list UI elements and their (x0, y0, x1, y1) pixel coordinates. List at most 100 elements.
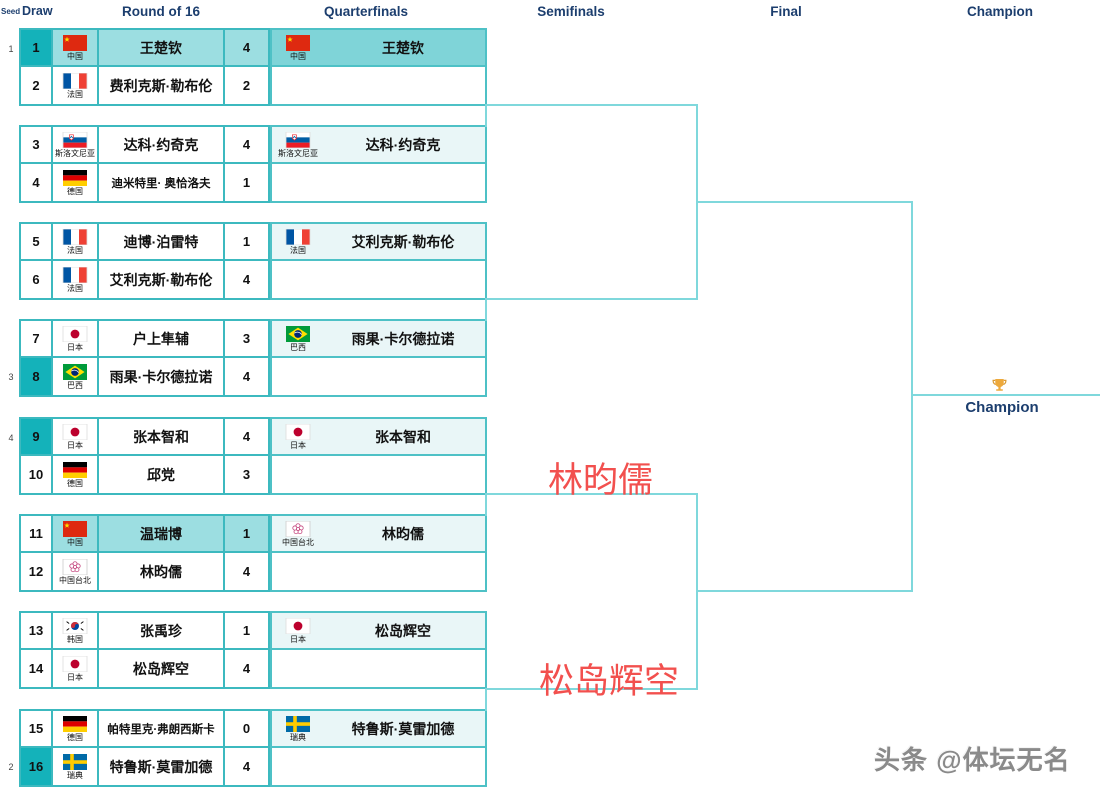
seed-column-header: Seed (1, 7, 21, 16)
draw-position: 2 (21, 67, 53, 104)
player-name: 特鲁斯·莫雷加德 (351, 720, 455, 737)
country-label: 法国 (290, 245, 306, 255)
quarterfinal-entry: 日本 松岛辉空 (270, 611, 487, 689)
bracket-line (487, 298, 698, 300)
country-label: 日本 (67, 441, 83, 450)
semifinals-column-header: Semifinals (537, 4, 605, 19)
bracket-line (911, 201, 913, 592)
external-seed-number (5, 321, 17, 358)
country-label: 德国 (67, 733, 83, 742)
player-name: 特鲁斯·莫雷加德 (99, 748, 225, 785)
flag-cell: 中国台北 (275, 520, 321, 547)
match-score: 3 (225, 321, 268, 358)
draw-position: 11 (21, 516, 53, 553)
quarterfinal-entry: 斯洛文尼亚 达科·约奇克 (270, 125, 487, 203)
draw-position: 6 (21, 261, 53, 298)
draw-position: 3 (21, 127, 53, 164)
r16-player-row: 12 中国台北 林昀儒 4 (21, 553, 268, 590)
champion-column-header: Champion (967, 4, 1033, 19)
flag-cell: 法国 (275, 228, 321, 255)
country-label: 法国 (67, 246, 83, 255)
country-flag-icon (62, 559, 88, 575)
semifinalist-annotation: 林昀儒 (548, 461, 654, 500)
r16-match-pair: 5 法国 迪博·泊雷特 1 6 法国 艾利克斯·勒布伦 4 (19, 222, 270, 300)
r16-player-row: 15 德国 帕特里克·弗朗西斯卡 0 (21, 711, 268, 748)
r16-player-row: 13 韩国 张禹珍 1 (21, 613, 268, 650)
bracket-line (487, 688, 698, 690)
r16-player-row: 2 法国 费利克斯·勒布伦 2 (21, 67, 268, 104)
flag-cell: 中国 (53, 516, 99, 553)
external-seed-number: 2 (8, 761, 14, 772)
r16-player-row: 3 8 巴西 雨果·卡尔德拉诺 4 (8, 358, 268, 395)
match-score: 4 (225, 419, 268, 456)
r16-player-row: 2 16 瑞典 特鲁斯·莫雷加德 4 (8, 748, 268, 785)
player-name: 松岛辉空 (99, 650, 225, 687)
champion-line (913, 394, 1100, 396)
bracket-line (487, 493, 698, 495)
bracket-line (698, 590, 913, 592)
trophy-icon (992, 378, 1007, 394)
r16-player-row: 1 1 中国 王楚钦 4 (8, 30, 268, 67)
flag-cell: 中国台北 (53, 553, 99, 590)
quarterfinal-entry: 日本 张本智和 (270, 417, 487, 495)
country-flag-icon (62, 35, 88, 51)
quarterfinal-entry: 法国 艾利克斯·勒布伦 (270, 222, 487, 300)
r16-match-pair: 4 9 日本 张本智和 4 10 德国 邱党 3 (8, 417, 270, 495)
flag-cell: 日本 (275, 617, 321, 644)
r16-player-row: 4 9 日本 张本智和 4 (8, 419, 268, 456)
country-label: 中国台北 (59, 576, 91, 585)
quarterfinals-column-header: Quarterfinals (323, 4, 409, 19)
match-score: 1 (225, 164, 268, 201)
country-flag-icon (285, 617, 311, 634)
quarterfinal-player-row: 中国 王楚钦 (272, 30, 485, 67)
country-flag-icon (62, 521, 88, 537)
match-score: 4 (225, 748, 268, 785)
r16-player-row: 6 法国 艾利克斯·勒布伦 4 (21, 261, 268, 298)
country-label: 日本 (290, 440, 306, 450)
match-score: 3 (225, 456, 268, 493)
country-flag-icon (62, 73, 88, 89)
bracket-line (696, 493, 698, 690)
match-score: 4 (225, 358, 268, 395)
country-flag-icon (62, 716, 88, 732)
flag-cell: 法国 (53, 224, 99, 261)
semifinalist-annotation: 松岛辉空 (539, 662, 680, 701)
quarterfinal-entry: 巴西 雨果·卡尔德拉诺 (270, 319, 487, 397)
match-score: 1 (225, 516, 268, 553)
draw-position: 13 (21, 613, 53, 650)
r16-player-row: 14 日本 松岛辉空 4 (21, 650, 268, 687)
flag-cell: 斯洛文尼亚 (53, 127, 99, 164)
country-flag-icon (285, 325, 311, 342)
external-seed-number (5, 67, 17, 104)
country-label: 日本 (290, 634, 306, 644)
external-seed-number (5, 164, 17, 201)
draw-position: 14 (21, 650, 53, 687)
country-label: 德国 (67, 187, 83, 196)
r16-match-pair: 1 1 中国 王楚钦 4 2 法国 费利克斯·勒布伦 2 (8, 28, 270, 106)
quarterfinal-entry: 瑞典 特鲁斯·莫雷加德 (270, 709, 487, 787)
match-score: 1 (225, 613, 268, 650)
r16-match-pair: 11 中国 温瑞博 1 12 中国台北 林昀儒 4 (19, 514, 270, 592)
quarterfinal-player-row: 巴西 雨果·卡尔德拉诺 (272, 321, 485, 358)
player-name: 达科·约奇克 (365, 136, 441, 153)
r16-match-pair: 7 日本 户上隼辅 3 3 8 巴西 雨果·卡尔德拉诺 4 (8, 319, 270, 397)
draw-position: 12 (21, 553, 53, 590)
r16-player-row: 5 法国 迪博·泊雷特 1 (21, 224, 268, 261)
country-label: 斯洛文尼亚 (278, 148, 318, 158)
draw-position: 7 (21, 321, 53, 358)
player-name: 林昀儒 (382, 525, 424, 542)
match-score: 4 (225, 553, 268, 590)
player-name: 雨果·卡尔德拉诺 (351, 330, 455, 347)
bracket-line (485, 493, 487, 516)
quarterfinal-entry: 中国 王楚钦 (270, 28, 487, 106)
country-label: 中国 (290, 51, 306, 61)
bracket-line (696, 104, 698, 300)
match-score: 4 (225, 127, 268, 164)
round-of-16-column-header: Round of 16 (122, 4, 200, 19)
bracket-line (698, 201, 913, 203)
quarterfinal-player-row: 斯洛文尼亚 达科·约奇克 (272, 127, 485, 164)
bracket-line (485, 688, 487, 711)
player-name: 温瑞博 (99, 516, 225, 553)
country-label: 韩国 (67, 635, 83, 644)
